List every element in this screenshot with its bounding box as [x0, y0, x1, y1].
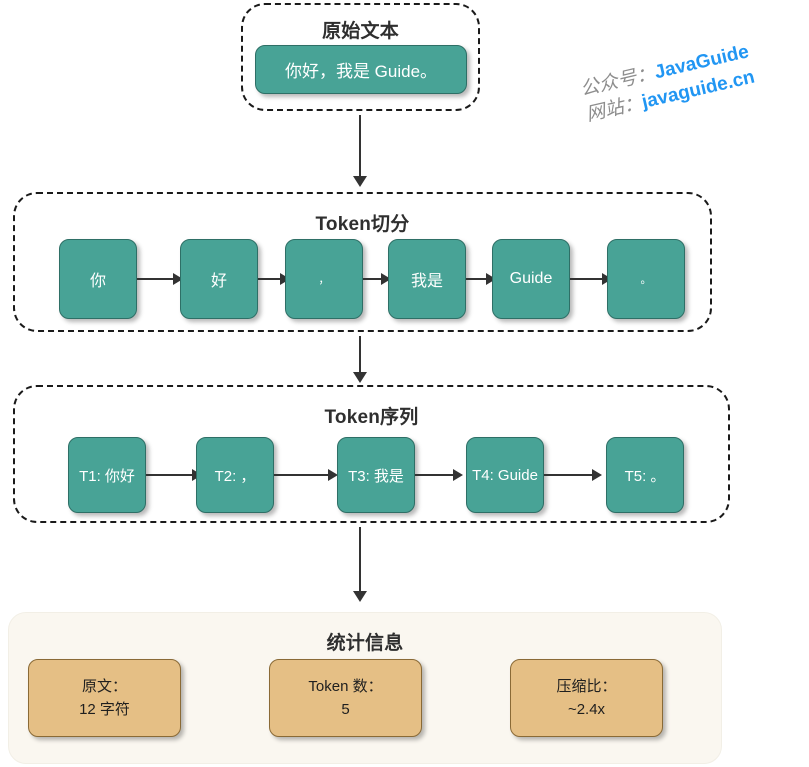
statistic-label: Token 数： [308, 677, 383, 695]
sequence-token-label: T1: 你好 [79, 467, 135, 485]
connector-seq-2-3 [274, 474, 330, 476]
statistic-label: 压缩比： [556, 677, 617, 695]
connector-seq-1-2 [146, 474, 194, 476]
connector-seq-4-5 [544, 474, 594, 476]
connector-split-2-3 [258, 278, 282, 280]
connector-split-to-sequence [359, 336, 361, 374]
watermark-wechat-label: 公众号： [578, 62, 658, 101]
split-token-box: 我是 [388, 239, 466, 319]
statistic-box: 压缩比： ~2.4x [510, 659, 663, 737]
sequence-token-label: T3: 我是 [348, 467, 404, 485]
token-sequence-group-title: Token序列 [324, 407, 419, 428]
raw-text-label: 你好，我是 Guide。 [284, 62, 438, 81]
token-split-group-title: Token切分 [315, 214, 410, 235]
connector-split-3-4 [363, 278, 383, 280]
watermark-line-2: 网站：javaguide.cn [584, 64, 757, 128]
split-token-box: 你 [59, 239, 137, 319]
watermark-site-value: javaguide.cn [639, 66, 757, 113]
split-token-label: 你 [89, 273, 106, 290]
connector-seq-3-4 [415, 474, 455, 476]
connector-sequence-to-stats [359, 527, 361, 593]
split-token-label: 。 [640, 274, 652, 286]
split-token-box: 好 [180, 239, 258, 319]
sequence-token-label: T2: ， [214, 467, 256, 485]
raw-text-group-title: 原始文本 [322, 21, 399, 42]
sequence-token-label: T4: Guide [472, 466, 538, 484]
connector-raw-to-split [359, 115, 361, 178]
watermark-line-1: 公众号：JavaGuide [578, 39, 751, 103]
statistic-label: 原文： [81, 677, 127, 695]
sequence-token-box: T3: 我是 [337, 437, 415, 513]
raw-text-node: 你好，我是 Guide。 [255, 45, 467, 94]
sequence-token-box: T5: 。 [606, 437, 684, 513]
statistic-value: 5 [341, 701, 350, 718]
split-token-box: ， [285, 239, 363, 319]
sequence-token-label: T5: 。 [624, 467, 666, 485]
split-token-box: Guide [492, 239, 570, 319]
split-token-label: Guide [509, 270, 553, 287]
split-token-label: 我是 [410, 273, 443, 290]
sequence-token-box: T2: ， [196, 437, 274, 513]
statistic-value: ~2.4x [567, 701, 606, 718]
statistic-box: 原文： 12 字符 [28, 659, 181, 737]
split-token-box: 。 [607, 239, 685, 319]
statistic-value: 12 字符 [79, 701, 130, 718]
statistics-group-title: 统计信息 [326, 633, 404, 654]
sequence-token-box: T4: Guide [466, 437, 544, 513]
watermark-wechat-value: JavaGuide [652, 41, 751, 84]
sequence-token-box: T1: 你好 [68, 437, 146, 513]
connector-split-1-2 [137, 278, 175, 280]
split-token-label: ， [318, 274, 330, 286]
statistic-box: Token 数： 5 [269, 659, 422, 737]
split-token-label: 好 [210, 273, 227, 290]
watermark-site-label: 网站： [584, 92, 645, 126]
connector-split-4-5 [466, 278, 488, 280]
connector-split-5-6 [570, 278, 604, 280]
watermark: 公众号：JavaGuide 网站：javaguide.cn [578, 39, 757, 128]
